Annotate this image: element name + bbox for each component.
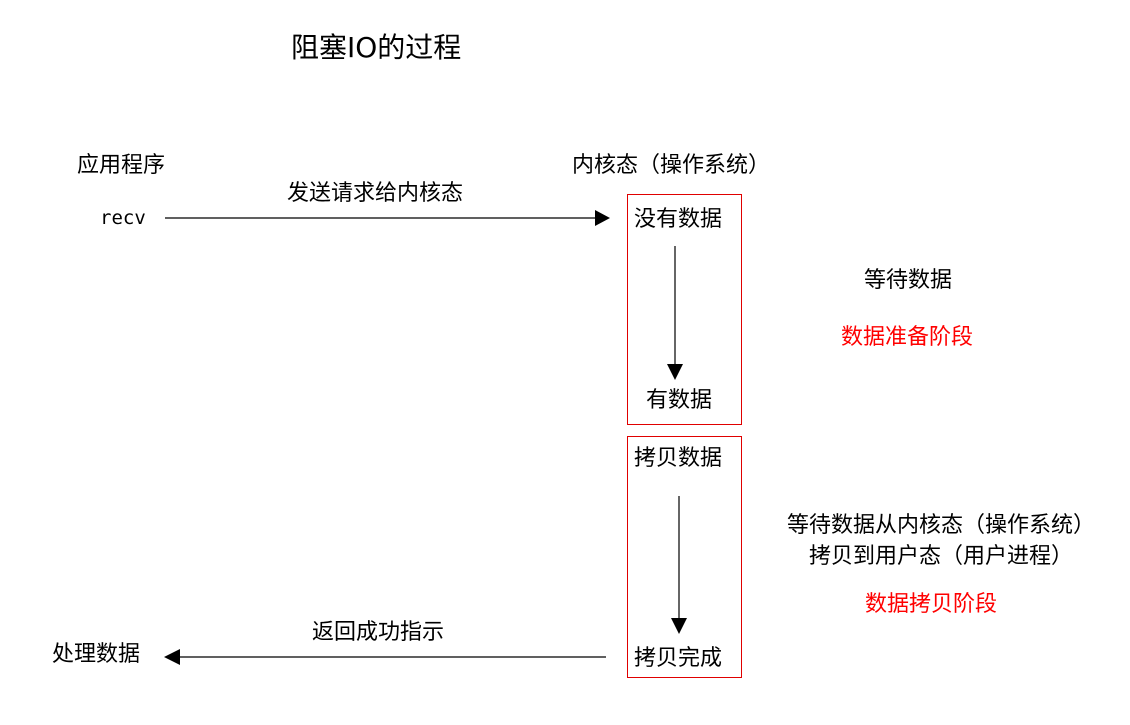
return-success-label: 返回成功指示: [312, 620, 445, 645]
application-label: 应用程序: [77, 153, 166, 178]
return-success-arrow: [164, 649, 606, 665]
wait-data-label: 等待数据: [864, 268, 953, 293]
process-data-label: 处理数据: [52, 642, 141, 667]
data-copy-box: [627, 436, 742, 678]
no-data-label: 没有数据: [634, 207, 723, 232]
copy-data-arrow: [671, 496, 687, 634]
wait-copy-label-line2: 拷贝到用户态（用户进程）: [808, 544, 1073, 569]
send-request-label: 发送请求给内核态: [287, 181, 464, 206]
recv-label: recv: [100, 207, 146, 229]
send-request-arrow: [165, 210, 610, 226]
wait-data-arrow: [667, 246, 683, 380]
has-data-label: 有数据: [646, 388, 713, 413]
diagram-title: 阻塞IO的过程: [291, 31, 462, 64]
copy-data-label: 拷贝数据: [634, 446, 723, 471]
data-prepare-box: [627, 194, 742, 425]
kernel-label: 内核态（操作系统）: [572, 153, 771, 178]
data-prepare-phase-label: 数据准备阶段: [841, 325, 974, 350]
data-copy-phase-label: 数据拷贝阶段: [865, 592, 998, 617]
wait-copy-label-line1: 等待数据从内核态（操作系统）: [786, 513, 1095, 538]
copy-done-label: 拷贝完成: [634, 646, 723, 671]
